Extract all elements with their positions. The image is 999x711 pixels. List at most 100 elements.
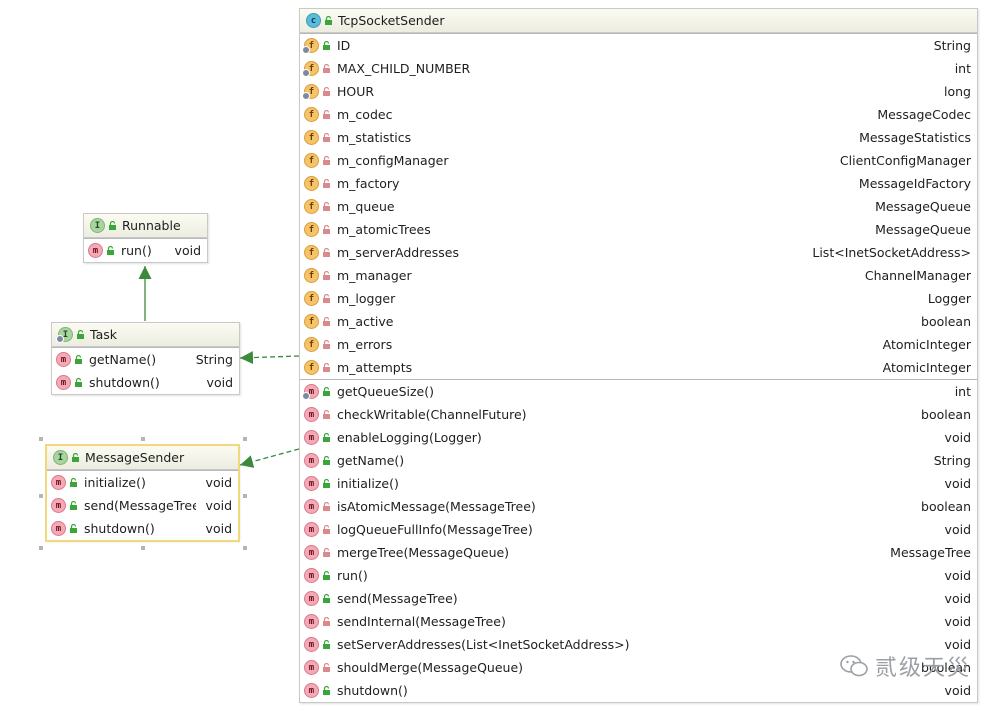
- member-name: m_errors: [337, 337, 393, 352]
- private-visibility-icon: [322, 501, 331, 512]
- member-type: boolean: [921, 407, 971, 422]
- selection-handle[interactable]: [243, 437, 247, 441]
- field-icon: f: [304, 314, 319, 329]
- class-icon: c: [306, 13, 321, 28]
- method-icon: m: [88, 243, 103, 258]
- member-name: initialize(): [84, 475, 146, 490]
- interface-icon: I: [56, 327, 73, 343]
- selection-handle[interactable]: [243, 494, 247, 498]
- field-icon: f: [304, 337, 319, 352]
- member-name: m_attempts: [337, 360, 413, 375]
- method-icon: m: [56, 375, 71, 390]
- tcp-implements-task-line: [239, 351, 300, 365]
- selection-handle[interactable]: [39, 437, 43, 441]
- selection-handle[interactable]: [39, 546, 43, 550]
- selection-handle[interactable]: [243, 546, 247, 550]
- field-icon: f: [304, 199, 319, 214]
- selection-handle[interactable]: [39, 494, 43, 498]
- selection-handle[interactable]: [141, 437, 145, 441]
- tcpsocketsender-header: c TcpSocketSender: [300, 9, 977, 33]
- task-interface-box[interactable]: I Task m getName() String m shutdown() v…: [51, 322, 240, 395]
- field-icon: f: [304, 107, 319, 122]
- method-row[interactable]: m send(MessageTree) void: [47, 494, 238, 517]
- public-visibility-icon: [322, 386, 331, 397]
- public-visibility-icon: [69, 477, 78, 488]
- member-type: Logger: [927, 291, 971, 306]
- messagesender-interface-box[interactable]: I MessageSender m initialize() void m se…: [45, 444, 240, 542]
- private-visibility-icon: [322, 662, 331, 673]
- member-name: HOUR: [337, 84, 375, 99]
- public-visibility-icon: [69, 523, 78, 534]
- private-visibility-icon: [322, 339, 331, 350]
- private-visibility-icon: [322, 616, 331, 627]
- public-visibility-icon: [322, 685, 331, 696]
- method-row[interactable]: m shutdown() void: [52, 371, 239, 394]
- class-title: Task: [90, 327, 117, 342]
- method-icon: m: [304, 430, 319, 445]
- method-icon: m: [304, 407, 319, 422]
- member-type: MessageCodec: [877, 107, 971, 122]
- private-visibility-icon: [322, 293, 331, 304]
- field-row[interactable]: f m_codec MessageCodec: [300, 103, 977, 126]
- method-row[interactable]: m run() void: [84, 239, 207, 262]
- member-name: ID: [337, 38, 351, 53]
- method-row[interactable]: m getName() String: [52, 348, 239, 371]
- member-type: MessageQueue: [875, 222, 971, 237]
- method-row[interactable]: m initialize() void: [47, 471, 238, 494]
- tcp-implements-messagesender-line: [239, 448, 300, 468]
- class-title: Runnable: [122, 218, 181, 233]
- member-name: MAX_CHILD_NUMBER: [337, 61, 471, 76]
- member-name: run(): [337, 568, 368, 583]
- member-type: ClientConfigManager: [839, 153, 971, 168]
- member-name: m_codec: [337, 107, 393, 122]
- private-visibility-icon: [322, 201, 331, 212]
- method-icon: m: [304, 476, 319, 491]
- selection-handle[interactable]: [141, 546, 145, 550]
- member-name: send(MessageTree): [84, 498, 196, 513]
- member-type: long: [944, 84, 971, 99]
- field-icon: f: [304, 176, 319, 191]
- member-type: void: [944, 568, 971, 583]
- member-name: getName(): [337, 453, 405, 468]
- runnable-interface-box[interactable]: I Runnable m run() void: [83, 213, 208, 263]
- method-icon: m: [304, 637, 319, 652]
- member-type: List<InetSocketAddress>: [812, 245, 971, 260]
- public-visibility-icon: [322, 593, 331, 604]
- interface-icon: I: [90, 218, 105, 233]
- member-name: shutdown(): [89, 375, 160, 390]
- member-name: m_logger: [337, 291, 396, 306]
- member-name: m_serverAddresses: [337, 245, 459, 260]
- method-row[interactable]: m shutdown() void: [47, 517, 238, 540]
- public-visibility-icon: [322, 570, 331, 581]
- method-icon: m: [51, 475, 66, 490]
